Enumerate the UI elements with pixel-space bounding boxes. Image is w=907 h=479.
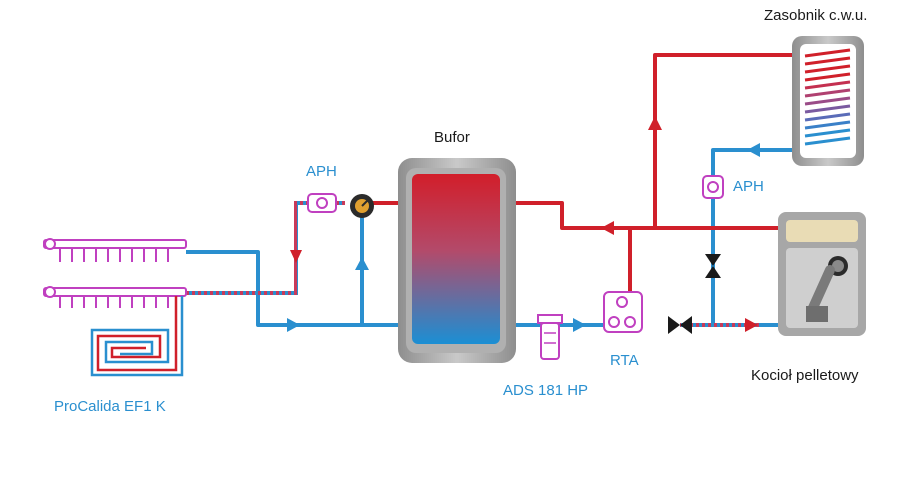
cold-pipe-dhw-return <box>680 148 795 327</box>
arrow-down-red-icon <box>290 250 302 263</box>
flow-arrows <box>287 116 760 332</box>
separator-label: ADS 181 HP <box>503 382 589 399</box>
hot-pipe-buffer-out <box>512 201 780 230</box>
mixing-valve-icon <box>350 194 374 218</box>
buffer-tank <box>398 158 516 363</box>
arrow-left-blue-icon <box>747 143 760 157</box>
buffer-label: Bufor <box>434 129 470 146</box>
dhw-tank-label: Zasobnik c.w.u. <box>764 7 868 24</box>
ball-valve-vertical-icon <box>705 254 721 278</box>
underfloor-label: ProCalida EF1 K <box>54 398 166 415</box>
underfloor-manifold <box>43 238 187 308</box>
hot-pipe-dhw-supply <box>653 53 800 228</box>
aph-right-pump-icon <box>702 175 724 199</box>
hot-pipes <box>362 53 800 300</box>
arrow-up-blue-icon <box>355 257 369 270</box>
arrow-right-blue-icon <box>573 318 586 332</box>
ball-valve-horizontal-icon <box>668 316 692 334</box>
dhw-coil <box>804 48 851 146</box>
separator-ads-icon <box>537 314 563 360</box>
aph-left-label: APH <box>306 163 337 180</box>
rta-valve-icon <box>603 291 643 333</box>
cold-pipe-manifold-return <box>186 250 400 327</box>
arrow-left-red-icon <box>601 221 614 235</box>
aph-left-pump-icon <box>307 193 337 213</box>
mixed-pipe-manifold-supply <box>186 201 345 295</box>
arrow-up-red-icon <box>648 116 662 130</box>
aph-right-label: APH <box>733 178 764 195</box>
underfloor-loop <box>90 296 184 377</box>
boiler-label: Kocioł pelletowy <box>751 367 859 384</box>
pellet-boiler <box>778 212 866 336</box>
arrow-right-red-icon <box>745 318 758 332</box>
rta-label: RTA <box>610 352 639 369</box>
arrow-right-blue-icon <box>287 318 300 332</box>
dhw-tank <box>792 36 864 166</box>
